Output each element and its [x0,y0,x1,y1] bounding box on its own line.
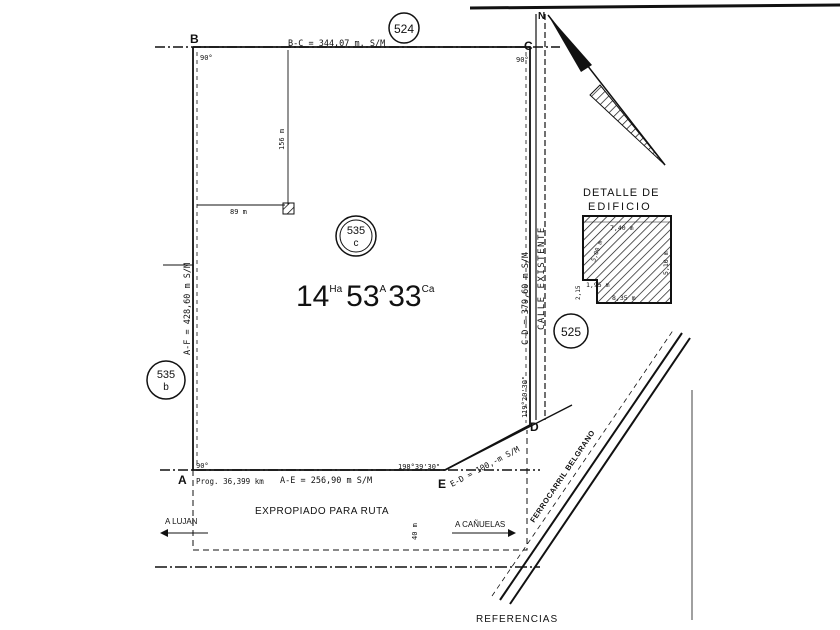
building-dim-bottom: 8,35 m [612,294,636,302]
building-title-1: DETALLE DE [583,187,659,199]
parcel-535c-circle-outer [335,215,377,257]
building-dim-step: 1,95 m [586,281,610,289]
measure-bc: B-C = 344,07 m. S/M [288,39,385,49]
angle-e: 198°39'30" [398,463,440,471]
street-label: CALLE EXISTENTE [537,226,547,330]
area-a-unit: A [380,284,387,295]
measure-89: 89 m [230,208,247,216]
measure-156: 156 m [278,129,286,150]
parcel-535b-circle [146,360,186,400]
angle-a: 90° [196,462,209,470]
corner-label-b: B [190,32,199,46]
references-label: REFERENCIAS [476,614,558,625]
corner-label-e: E [438,477,446,491]
strip-width: 40 m [411,523,419,540]
corner-label-d: D [530,420,539,434]
to-lujan-label: A LUJAN [165,517,198,526]
area-ca-unit: Ca [422,284,435,295]
sheet-top-border [469,3,840,10]
to-canuelas-label: A CAÑUELAS [455,520,505,529]
parcel-outline [192,46,531,471]
lujan-arrowhead [160,529,168,537]
building-detail-shape [582,215,672,304]
railway-line-2 [509,337,691,605]
road-strip-outline [192,430,528,551]
parcel-id-main: 535 [347,225,365,237]
measure-ed: E-D = 100,-m S/M [449,445,521,489]
corner-label-c: C [524,39,533,53]
building-dim-left: 2,15 [575,285,582,300]
area-a: 53 [346,280,379,313]
parcel-id-north: 524 [394,22,414,36]
parcel-535c-circle-inner [339,219,373,253]
railway-line-1 [499,332,683,601]
parcel-id-west-sub: b [163,382,169,393]
progressive-km: Prog. 36,399 km [196,477,264,486]
parcel-524-circle [388,12,420,44]
building-dim-right: 5,10 m [662,251,670,275]
measure-cd: C-D = 379,60 m S/M [521,253,531,345]
parcel-id-east: 525 [561,325,581,339]
building-title-2: EDIFICIO [588,201,652,213]
north-label: N [538,11,545,22]
measure-af: A-F = 428,60 m S/M [183,263,193,355]
parcel-id-west: 535 [157,369,175,381]
angle-c: 90° [516,56,529,64]
railway-line-3 [491,328,675,597]
area-label: 14Ha 53A33Ca [296,280,435,313]
road-strip-label: EXPROPIADO PARA RUTA [255,506,389,517]
building-dim-top: 7,40 m [610,224,634,232]
parcel-id-main-sub: c [354,238,359,249]
canuelas-arrowhead [508,529,516,537]
angle-b: 90° [200,54,213,62]
north-arrow-icon [547,14,666,166]
parcel-525-circle [553,313,589,349]
measure-ae: A-E = 256,90 m S/M [280,476,372,486]
ed-boundary-extension [444,404,573,471]
area-ha: 14 [296,280,329,313]
angle-d: 119°20'30" [521,376,529,418]
area-ca: 33 [388,280,421,313]
building-marker [282,202,295,215]
area-ha-unit: Ha [329,284,342,295]
corner-label-a: A [178,473,187,487]
